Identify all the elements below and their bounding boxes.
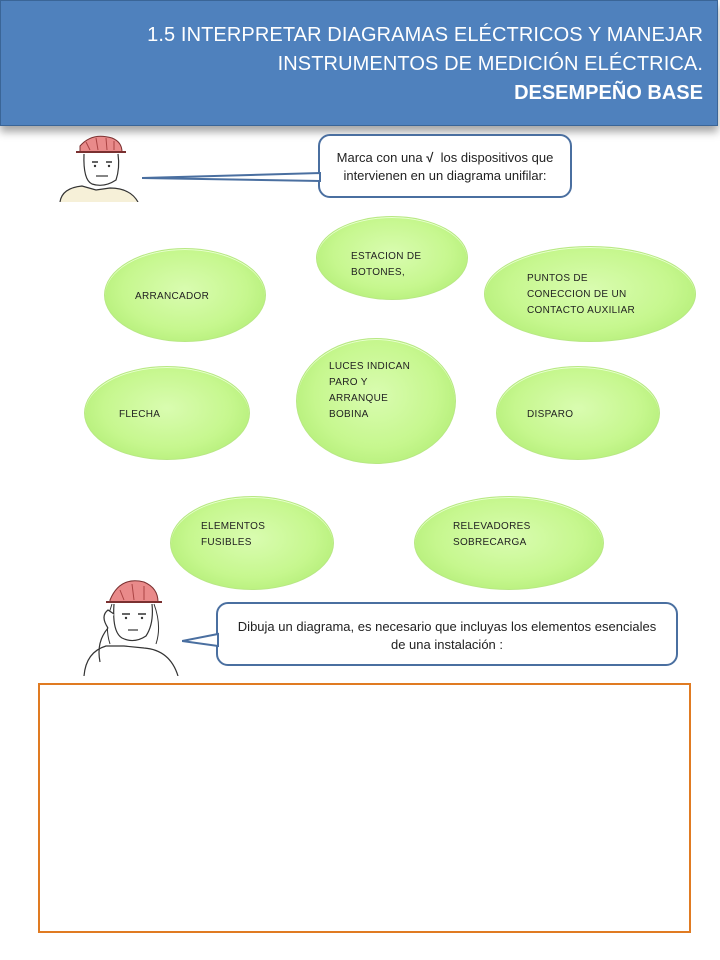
option-label: PUNTOS DE CONECCION DE UN CONTACTO AUXIL… [527,273,636,316]
title-banner: 1.5 INTERPRETAR DIAGRAMAS ELÉCTRICOS Y M… [0,0,718,126]
instruction-bubble-1: Marca con una √ los dispositivos que int… [318,134,572,198]
bubble-pointer-2 [182,632,219,648]
option-label: DISPARO [527,409,574,420]
option-estacion-de-botones[interactable]: ESTACION DE BOTONES, [316,216,468,300]
drawing-area[interactable] [38,683,691,933]
instruction-text-b: los dispositivos que [433,150,554,165]
instruction-text-a: Marca con una [336,150,427,165]
option-disparo[interactable]: DISPARO [496,366,660,460]
instruction2-line2: de una instalación : [390,637,504,652]
title-line-1: 1.5 INTERPRETAR DIAGRAMAS ELÉCTRICOS Y M… [147,24,703,46]
instruction-text-line2: intervienen en un diagrama unifilar: [343,168,547,183]
subtitle: DESEMPEÑO BASE [514,82,703,104]
check-mark: √ [426,150,434,165]
option-elementos-fusibles[interactable]: ELEMENTOS FUSIBLES [170,496,334,590]
worker-woman-illustration [83,580,179,676]
option-relevadores-sobrecarga[interactable]: RELEVADORES SOBRECARGA [414,496,604,590]
option-label: LUCES INDICAN PARO Y ARRANQUE BOBINA [329,361,411,420]
option-arrancador[interactable]: ARRANCADOR [104,248,266,342]
instruction2-line1: Dibuja un diagrama, es necesario que inc… [237,619,657,634]
title-line-2: INSTRUMENTOS DE MEDICIÓN ELÉCTRICA. [277,53,703,75]
option-puntos-de-conneccion[interactable]: PUNTOS DE CONECCION DE UN CONTACTO AUXIL… [484,246,696,342]
option-label: ARRANCADOR [135,291,210,302]
instruction-bubble-2: Dibuja un diagrama, es necesario que inc… [216,602,678,666]
option-label: FLECHA [119,409,161,420]
worker-illustration [59,135,139,202]
option-flecha[interactable]: FLECHA [84,366,250,460]
option-luces-indican[interactable]: LUCES INDICAN PARO Y ARRANQUE BOBINA [296,338,456,464]
option-label: ELEMENTOS FUSIBLES [201,521,266,548]
option-label: RELEVADORES SOBRECARGA [453,521,531,548]
bubble-pointer [142,171,321,183]
option-label: ESTACION DE BOTONES, [351,251,422,278]
